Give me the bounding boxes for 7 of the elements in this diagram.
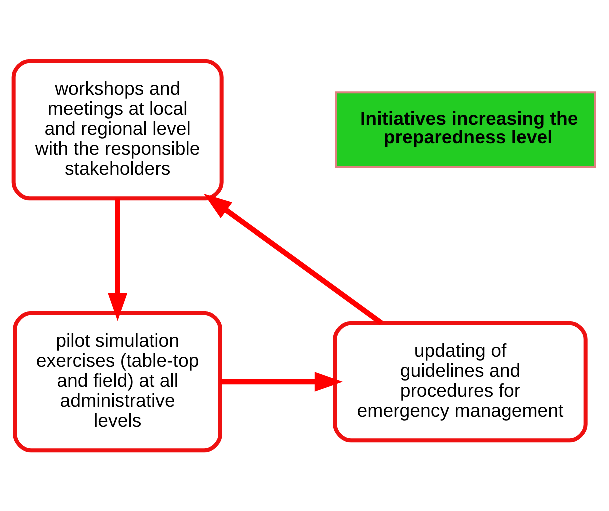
node-box: updating of guidelines and procedures for emergency management (333, 320, 588, 442)
arrow (220, 372, 343, 392)
node-box: workshops and meetings at local and regional level with the responsible stakeholders (12, 58, 224, 200)
arrow (204, 194, 384, 325)
node-box: pilot simulation exercises (table-top and field) at all administrative levels (13, 310, 222, 452)
node-box: Initiatives increasing the preparedness level (336, 91, 596, 168)
arrow (108, 198, 128, 321)
